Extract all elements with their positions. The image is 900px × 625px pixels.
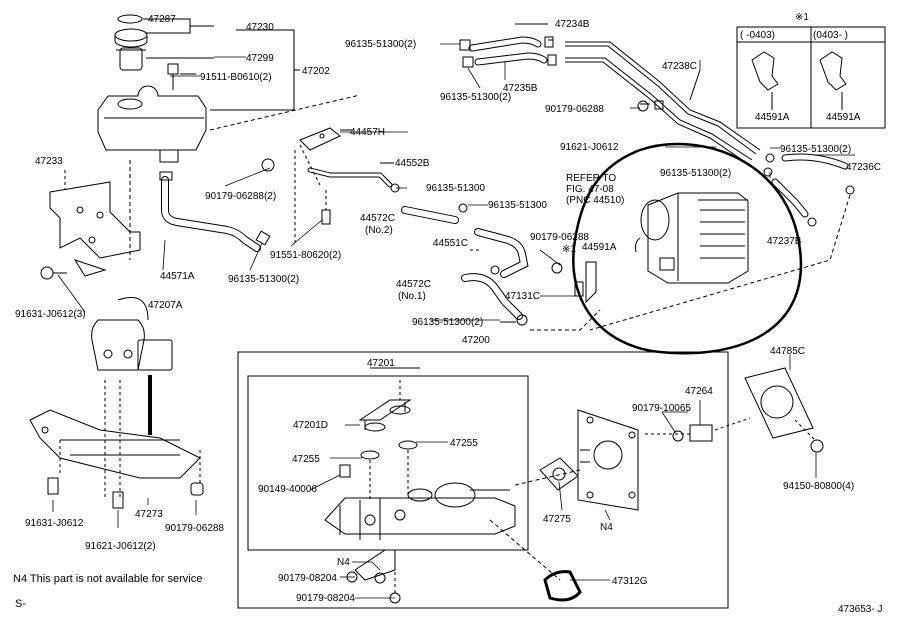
label-44572C-2: 44572C [360,213,395,224]
inset-mark: ※1 [795,12,809,23]
label-47312G: 47312G [612,576,648,587]
bracket-47273 [29,409,201,479]
label-90179-a: 90179-06288 [545,104,604,115]
label-N4-b: N4 [337,557,350,568]
label-47201D: 47201D [293,420,328,431]
actuator-circle [572,142,803,355]
labels: 47287 47230 47299 47202 91511-B0610(2) 4… [13,12,882,615]
label-47275: 47275 [543,514,571,525]
label-44572C-1-note: (No.1) [398,291,426,302]
label-90179-b: 90179-06288(2) [205,191,276,202]
master-cylinder [324,482,516,540]
label-90179-e: 90179-08204 [278,573,337,584]
label-96135-a: 96135-51300(2) [345,39,416,50]
label-44591A-b: 44591A [582,242,617,253]
inset-col2: (0403- ) [813,30,848,41]
bolt-91631-a [40,266,67,280]
label-90149: 90149-40006 [258,484,317,495]
label-44572C-1: 44572C [396,279,431,290]
label-94150: 94150-80800(4) [783,481,854,492]
bracket-47233 [49,181,141,277]
label-47287: 47287 [148,14,176,25]
s-label: S- [15,598,26,610]
label-90179-d: 90179-06288 [165,523,224,534]
label-47264: 47264 [685,386,713,397]
label-N4-a: N4 [600,522,613,533]
master-cylinder-frame-outer [237,351,729,609]
label-refer-1: REFER TO [566,173,616,184]
label-44785C: 44785C [770,346,805,357]
label-47201: 47201 [367,358,395,369]
inset-box [736,26,886,129]
footnote-N4: N4 This part is not available for servic… [13,573,202,585]
label-91621-a: 91621-J0612 [560,142,619,153]
label-96135-d: 96135-51300 [488,200,547,211]
label-91631-a: 91631-J0612(3) [15,309,86,320]
label-44457H: 44457H [350,127,385,138]
sensor-47207A [91,297,173,435]
label-96135-f: 96135-51300(2) [412,317,483,328]
label-47235B: 47235B [503,83,538,94]
label-96135-h: 96135-51300(2) [660,168,731,179]
inset-part1: 44591A [755,112,790,123]
label-44552B: 44552B [395,158,430,169]
label-90179-c: 90179-06288 [530,232,589,243]
label-refer-3: (PNC 44510) [566,195,624,206]
label-90179-g: 90179-10065 [632,403,691,414]
master-cylinder-frame-inner [247,375,529,551]
label-47230: 47230 [246,22,274,33]
actuator-unit [635,192,749,284]
label-96135-b: 96135-51300(2) [440,92,511,103]
gasket-44785C [744,367,814,439]
reservoir-connector-47201D [358,399,412,432]
label-47236C: 47236C [846,162,881,173]
inset-col1: ( -0403) [740,30,775,41]
label-96135-e: 96135-51300(2) [228,274,299,285]
label-91621-b: 91621-J0612(2) [85,541,156,552]
label-47255-a: 47255 [292,454,320,465]
label-91551: 91551-80620(2) [270,250,341,261]
label-47200: 47200 [462,335,490,346]
label-47233: 47233 [35,156,63,167]
label-47237B: 47237B [767,236,802,247]
reservoir-tank [97,85,207,163]
label-47234B: 47234B [555,19,590,30]
label-47255-b: 47255 [450,438,478,449]
label-47273: 47273 [135,509,163,520]
label-44571A: 44571A [160,271,195,282]
label-90179-f: 90179-08204 [296,593,355,604]
label-47207A: 47207A [148,300,183,311]
figure-number: 473653- J [838,604,882,615]
label-47299: 47299 [246,53,274,64]
label-47202: 47202 [302,66,330,77]
bolt-91511 [167,63,179,90]
label-96135-c: 96135-51300 [426,183,485,194]
label-91511: 91511-B0610(2) [200,72,272,83]
booster-plate-N4 [577,409,639,511]
label-refer-2: FIG. 47-08 [566,184,614,195]
label-44572C-2-note: (No.2) [365,225,393,236]
star-mark: ※1 [562,244,576,255]
reservoir-cap-group [114,14,148,71]
label-44551C: 44551C [433,238,468,249]
label-96135-g: 96135-51300(2) [780,144,851,155]
label-91631-b: 91631-J0612 [25,518,84,529]
label-47131C: 47131C [505,291,540,302]
bracket-44457H [299,127,341,151]
label-47238C: 47238C [662,61,697,72]
inset-part2: 44591A [826,112,861,123]
